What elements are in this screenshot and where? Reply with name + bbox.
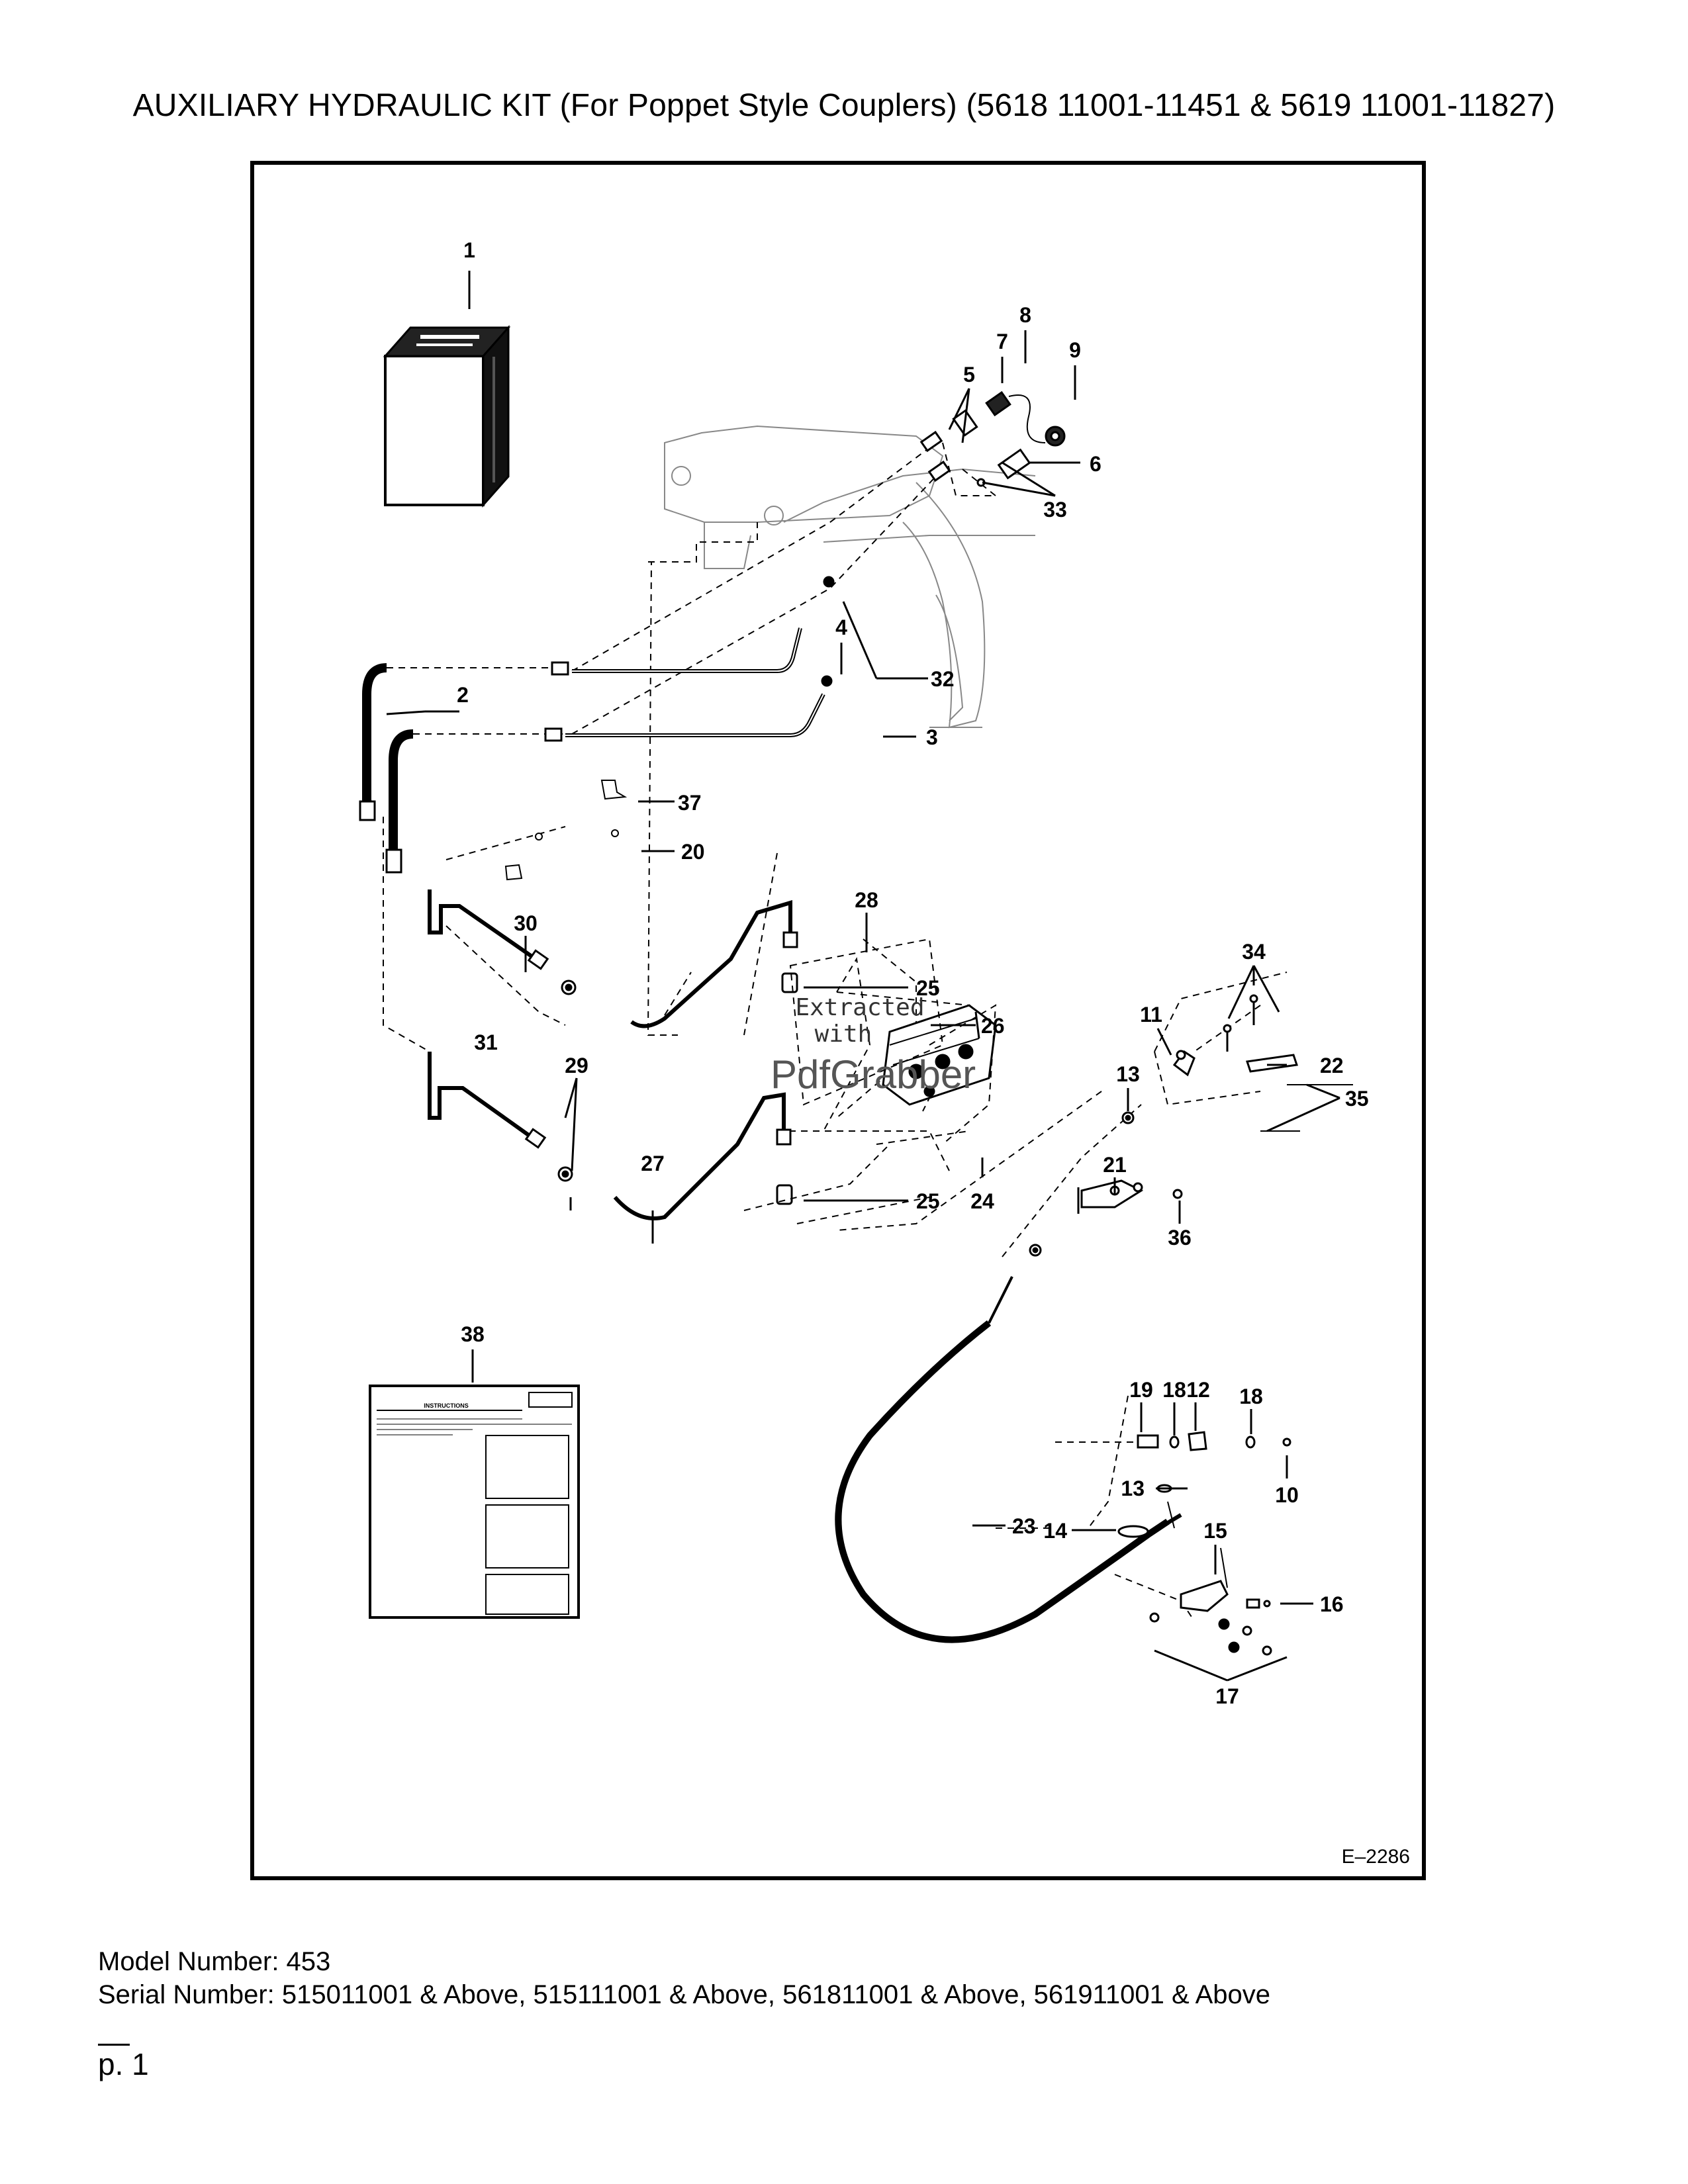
callout-32: 32 — [931, 667, 955, 691]
tube-3 — [565, 693, 825, 737]
callout-18b: 18 — [1239, 1385, 1263, 1408]
page-rule — [98, 2044, 130, 2046]
callout-15: 15 — [1203, 1519, 1227, 1543]
callout-16: 16 — [1320, 1592, 1344, 1616]
callout-37: 37 — [678, 791, 702, 815]
tube-31 — [428, 1052, 547, 1149]
callout-4: 4 — [835, 615, 847, 639]
tube-30 — [428, 889, 549, 970]
callout-35: 35 — [1345, 1087, 1369, 1111]
watermark-brand: PdfGrabber — [771, 1052, 976, 1097]
instruction-sheet-heading: INSTRUCTIONS — [424, 1402, 469, 1409]
callout-12: 12 — [1186, 1378, 1210, 1402]
callout-34: 34 — [1242, 940, 1266, 964]
kit-box — [383, 325, 511, 508]
callout-13b: 13 — [1121, 1477, 1145, 1500]
callout-11: 11 — [1140, 1003, 1162, 1026]
page-number: p. 1 — [98, 2047, 149, 2081]
callout-14: 14 — [1043, 1519, 1067, 1543]
callout-8: 8 — [1019, 303, 1031, 327]
tube-28 — [630, 899, 798, 1028]
control-cable-23 — [835, 1276, 1182, 1643]
quick-couplers — [919, 390, 1066, 487]
callout-23: 23 — [1012, 1514, 1036, 1538]
page-title: AUXILIARY HYDRAULIC KIT (For Poppet Styl… — [132, 88, 1556, 123]
parts-diagram: 1 2 3 4 5 6 7 8 9 10 11 12 13 13 14 15 1… — [359, 238, 1369, 1708]
cable-end-hardware — [1117, 1431, 1291, 1656]
callout-27: 27 — [641, 1152, 665, 1175]
tube-4 — [572, 627, 802, 673]
model-number: Model Number: 453 — [98, 1947, 331, 1976]
footer: Model Number: 453 Serial Number: 5150110… — [98, 1945, 1270, 2011]
instruction-sheet — [369, 1385, 580, 1619]
callout-36: 36 — [1168, 1226, 1192, 1250]
linkage — [1029, 994, 1353, 1257]
callout-26: 26 — [981, 1014, 1005, 1038]
callout-25a: 25 — [916, 976, 940, 1000]
tube-27 — [613, 1092, 792, 1220]
callout-33: 33 — [1043, 498, 1067, 522]
watermark: Extracted with PdfGrabber — [771, 994, 976, 1097]
callout-30: 30 — [514, 911, 538, 935]
callout-24: 24 — [970, 1189, 994, 1213]
callout-38: 38 — [461, 1322, 485, 1346]
callout-5: 5 — [963, 363, 975, 387]
callout-28: 28 — [855, 888, 878, 912]
serial-number: Serial Number: 515011001 & Above, 515111… — [98, 1980, 1271, 2009]
parts-diagram-frame: 1 2 3 4 5 6 7 8 9 10 11 12 13 13 14 15 1… — [250, 161, 1426, 1880]
control-valve — [882, 1004, 997, 1106]
callout-2: 2 — [457, 683, 469, 707]
callout-17: 17 — [1215, 1684, 1239, 1708]
callout-13a: 13 — [1116, 1062, 1140, 1086]
callout-31: 31 — [474, 1030, 498, 1054]
callout-9: 9 — [1069, 338, 1081, 362]
loader-frame — [664, 425, 1036, 729]
callout-7: 7 — [996, 330, 1008, 353]
callout-18a: 18 — [1162, 1378, 1186, 1402]
diagram-code: E–2286 — [1341, 1846, 1410, 1868]
callout-10: 10 — [1275, 1483, 1299, 1507]
callout-20: 20 — [681, 840, 705, 864]
callout-29: 29 — [565, 1054, 588, 1077]
callout-3: 3 — [926, 725, 938, 749]
callout-21: 21 — [1103, 1153, 1127, 1177]
callout-22: 22 — [1320, 1054, 1344, 1077]
watermark-line1: Extracted — [795, 994, 924, 1021]
callout-1: 1 — [463, 238, 475, 262]
callout-25b: 25 — [916, 1189, 940, 1213]
hose-2 — [359, 661, 569, 874]
callout-19: 19 — [1129, 1378, 1153, 1402]
watermark-line2: with — [815, 1021, 872, 1048]
callout-6: 6 — [1090, 452, 1102, 476]
